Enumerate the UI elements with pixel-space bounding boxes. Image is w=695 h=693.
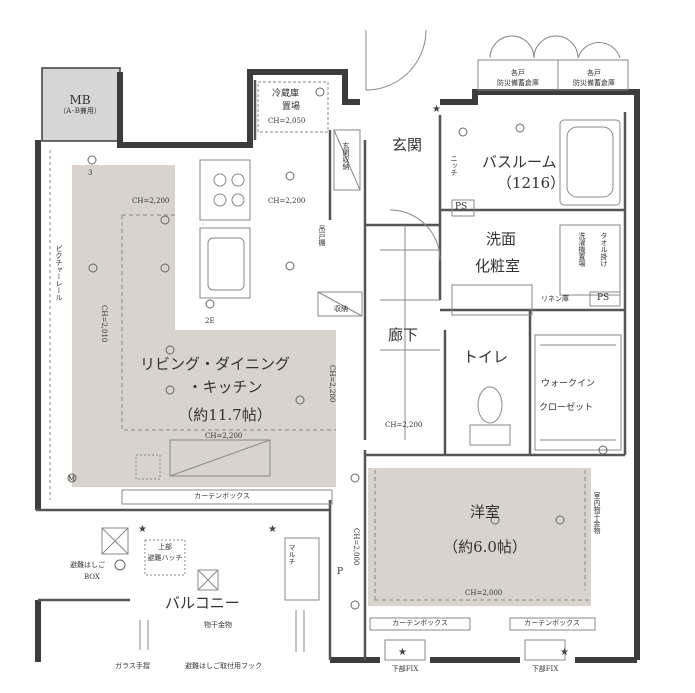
curtain-box-ldk: カーテンボックス (194, 492, 250, 500)
mb-label: MB (69, 93, 91, 107)
bathroom-size: （1216） (497, 174, 566, 192)
detail-lines (49, 29, 629, 661)
western-room-area: （約6.0帖） (443, 538, 527, 556)
storehouse-1-line1: 各戸 (511, 69, 525, 77)
svg-text:★: ★ (138, 524, 147, 535)
ps-label-2: PS (597, 293, 610, 303)
star-marks: ★ ★ ★ ★ ★ (138, 104, 569, 658)
curtain-box-western-1: カーテンボックス (392, 619, 448, 627)
ldk-name-line1: リビング・ダイニング (140, 355, 291, 373)
ch-western-bottom: CH=2,000 (465, 589, 503, 597)
e3-mark: 3 (88, 169, 93, 177)
western-room-name: 洋室 (469, 503, 501, 521)
walk-in-line2: クローゼット (538, 403, 594, 413)
escape-box-2: BOX (84, 573, 100, 581)
storage-label: 収納 (334, 305, 348, 313)
towel-rack-label: タオル掛け (600, 232, 608, 267)
mb-box (41, 67, 121, 142)
e2-mark: 2E (205, 317, 215, 325)
svg-text:★: ★ (560, 647, 569, 658)
entrance-label: 玄関 (392, 136, 423, 154)
svg-text:★: ★ (398, 647, 407, 658)
ladder-hook-label: 避難はしご取付用フック (185, 662, 262, 670)
inner-walls (36, 80, 627, 660)
lower-fix-2: 下部FIX (531, 665, 559, 673)
curtain-box-western-2: カーテンボックス (524, 619, 580, 627)
ldk-area: （約11.7帖） (178, 406, 272, 424)
storehouse-2-line2: 防災備蓄倉庫 (573, 79, 615, 87)
ldk-name-line2: ・キッチン (187, 378, 263, 396)
indoor-hanger: 室内物干金物 (593, 492, 601, 534)
ch-fridge: CH=2,050 (268, 117, 306, 125)
ch-kitchen: CH=2,200 (268, 197, 306, 205)
toilet-label: トイレ (463, 348, 509, 366)
niche-label: ニッチ (450, 155, 458, 176)
ceiling-lights (67, 87, 608, 610)
escape-box-1: 避難はしご (70, 561, 105, 569)
ch-ldk-right: CH=2,200 (328, 365, 336, 403)
laundry-label: 洗濯機置場 (578, 232, 586, 267)
p-mark: P (337, 567, 344, 577)
washroom-line1: 洗面 (486, 230, 517, 248)
glass-rail-label: ガラス手摺 (115, 662, 150, 670)
upper-cabinet-label: 吊戸棚 (318, 225, 326, 246)
upper-hatch-1: 上部 (158, 543, 172, 551)
ldk-area (72, 165, 336, 487)
storehouse-1-line2: 防災備蓄倉庫 (497, 79, 539, 87)
linen-label: リネン庫 (541, 295, 569, 303)
entrance-storage-label: 玄関収納 (342, 142, 350, 170)
hallway-label: 廊下 (388, 326, 419, 344)
mb-note: （A･B兼用） (59, 107, 101, 115)
svg-text:★: ★ (268, 524, 277, 535)
picture-rail-label: ピクチャーレール (55, 245, 63, 301)
svg-text:★: ★ (432, 104, 441, 115)
walk-in-line1: ウォークイン (540, 379, 596, 389)
bathroom-name: バスルーム (482, 153, 557, 171)
laundry-hanger: 物干金物 (204, 621, 232, 629)
lower-fix-1: 下部FIX (391, 665, 419, 673)
western-room-area (368, 468, 591, 606)
ch-ldk-top: CH=2,200 (132, 197, 170, 205)
ch-western-left: CH=2,000 (352, 528, 360, 566)
fridge-label: 冷蔵庫 (272, 89, 300, 99)
balcony-label: バルコニー (165, 594, 240, 612)
ch-hall: CH=2,200 (385, 421, 423, 429)
walls (35, 69, 640, 663)
fridge-label-2: 置場 (282, 102, 301, 112)
upper-hatch-2: 避難ハッチ (147, 554, 183, 562)
ch-ldk-bottom: CH=2,200 (205, 432, 243, 440)
ch-ldk-left: CH=2,010 (100, 305, 108, 343)
multi-unit-label: マルチ (288, 544, 296, 565)
storehouse-2-line1: 各戸 (587, 69, 601, 77)
washroom-line2: 化粧室 (475, 257, 521, 275)
ps-label-1: PS (455, 202, 468, 212)
m-mark: M (68, 475, 76, 483)
